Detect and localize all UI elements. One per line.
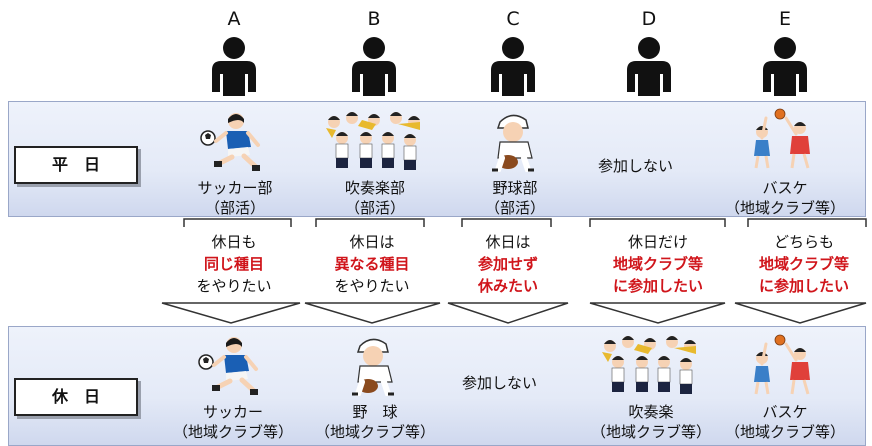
soccer-player-icon — [200, 113, 260, 171]
baseball-player-icon — [492, 114, 534, 172]
holiday-band — [8, 326, 866, 446]
wish-highlight: 地域クラブ等 — [612, 255, 703, 273]
basketball-players-icon — [754, 108, 810, 169]
activity-label: バスケ （地域クラブ等） — [710, 178, 860, 218]
student-a: A — [194, 4, 274, 96]
activity-label: 吹奏楽 （地域クラブ等） — [576, 402, 726, 442]
brass-band-icon — [326, 112, 420, 170]
activity-type: （地域クラブ等） — [724, 199, 845, 217]
student-c: C — [473, 4, 553, 96]
weekday-band — [8, 101, 866, 217]
soccer-player-icon — [198, 337, 258, 395]
wish-highlight: 参加せず — [477, 255, 538, 273]
wish-c: 休日は 参加せず 休みたい — [438, 231, 578, 297]
activity-type: （部活） — [204, 199, 265, 217]
wish-a: 休日も 同じ種目 をやりたい — [164, 231, 304, 297]
student-d: D — [609, 4, 689, 96]
student-b: B — [334, 4, 414, 96]
student-letter: A — [227, 8, 241, 30]
wish-highlight: 同じ種目 — [203, 255, 264, 273]
activity-name: 吹奏楽部 — [344, 179, 405, 197]
wish-line: をやりたい — [196, 277, 272, 295]
student-letter: D — [641, 8, 657, 30]
activity-name: バスケ — [762, 179, 808, 197]
activity-label: 吹奏楽部 （部活） — [300, 178, 450, 218]
wish-highlight: に参加したい — [758, 277, 849, 295]
wish-highlight: 地域クラブ等 — [758, 255, 849, 273]
activity-name: 野球部 — [492, 179, 538, 197]
activity-name: サッカー — [202, 403, 263, 421]
activity-type: （地域クラブ等） — [172, 423, 293, 441]
wish-line: 休日は — [349, 233, 395, 251]
student-letter: B — [367, 8, 381, 30]
activity-type: （地域クラブ等） — [314, 423, 435, 441]
activity-type: （地域クラブ等） — [724, 423, 845, 441]
person-icon — [212, 37, 256, 96]
person-icon — [491, 37, 535, 96]
holiday-label: 休 日 — [14, 378, 138, 416]
transition-arrows — [161, 218, 867, 324]
activity-label: サッカー部 （部活） — [160, 178, 310, 218]
weekday-label: 平 日 — [14, 146, 138, 184]
baseball-player-icon — [352, 338, 394, 396]
person-icon — [763, 37, 807, 96]
activity-name: バスケ — [762, 403, 808, 421]
wish-highlight: 休みたい — [477, 277, 538, 295]
activity-name: 野 球 — [352, 403, 398, 421]
basketball-players-icon — [754, 334, 810, 395]
person-icon — [352, 37, 396, 96]
activity-label: 野 球 （地域クラブ等） — [300, 402, 450, 442]
not-participating-text: 参加しない — [598, 157, 674, 175]
activity-label: 野球部 （部活） — [440, 178, 590, 218]
activity-type: （部活） — [484, 199, 545, 217]
activity-label: サッカー （地域クラブ等） — [158, 402, 308, 442]
wish-line: をやりたい — [334, 277, 410, 295]
activity-label: バスケ （地域クラブ等） — [710, 402, 860, 442]
activity-type: （部活） — [344, 199, 405, 217]
wish-e: どちらも 地域クラブ等 に参加したい — [734, 231, 872, 297]
student-e: E — [745, 4, 825, 96]
wish-line: 休日は — [485, 233, 531, 251]
wish-b: 休日は 異なる種目 をやりたい — [302, 231, 442, 297]
wish-line: 休日も — [211, 233, 257, 251]
person-icon — [627, 37, 671, 96]
student-letter: E — [778, 8, 791, 30]
wish-highlight: 異なる種目 — [334, 255, 410, 273]
wish-line: 休日だけ — [627, 233, 688, 251]
activity-type: （地域クラブ等） — [590, 423, 711, 441]
student-letter: C — [506, 8, 520, 30]
not-participating-text: 参加しない — [462, 374, 538, 392]
activity-name: サッカー部 — [197, 179, 273, 197]
activity-name: 吹奏楽 — [628, 403, 674, 421]
brass-band-icon — [602, 336, 696, 394]
wish-highlight: に参加したい — [612, 277, 703, 295]
wish-line: どちらも — [773, 233, 834, 251]
wish-d: 休日だけ 地域クラブ等 に参加したい — [588, 231, 728, 297]
